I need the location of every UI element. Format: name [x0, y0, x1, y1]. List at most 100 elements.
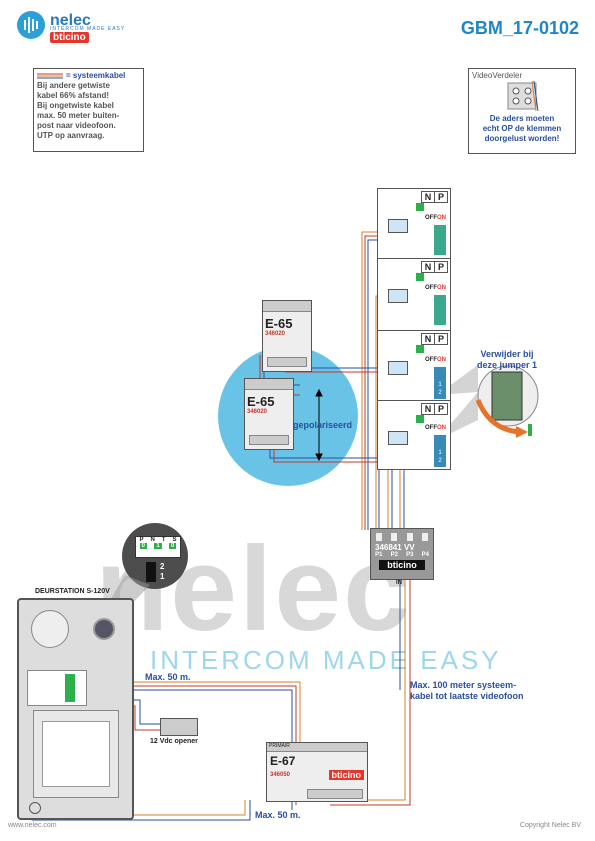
- cable-length-label: Max. 50 m.: [255, 810, 301, 820]
- terminal-n: N: [422, 192, 435, 202]
- legend-line: post naar videofoon.: [37, 121, 116, 130]
- main-supply-code: 346050: [270, 772, 291, 778]
- distributor-terminal: P3: [406, 552, 414, 558]
- off-label: OFF: [425, 357, 437, 363]
- switch-value: 1: [154, 543, 162, 549]
- distributor-note: VideoVerdeler De aders moeten echt OP de…: [468, 68, 576, 154]
- system-cable-note: Max. 100 meter systeem- kabel tot laatst…: [410, 680, 524, 702]
- switch-block: P N T S 0 1 0: [135, 536, 181, 558]
- supply-model: E-65: [265, 316, 293, 331]
- distributor-vv: VV: [403, 543, 415, 552]
- dip-label: 1: [160, 572, 165, 581]
- dip-labels: 2 1: [160, 562, 164, 582]
- distributor-note-line: De aders moeten: [489, 114, 555, 123]
- switch-label: S: [172, 537, 177, 543]
- primary-label: PRIMAIR: [267, 743, 367, 752]
- on-label: ON: [437, 285, 446, 291]
- terminal-1: 1: [438, 450, 442, 456]
- logo-tagline: INTERCOM MADE EASY: [50, 26, 126, 32]
- power-supply: E-65 346020: [262, 300, 312, 372]
- main-power-supply: PRIMAIR E-67 346050 bticino: [266, 742, 368, 802]
- terminal-n: N: [422, 262, 435, 272]
- dip-label: 2: [160, 562, 165, 571]
- distributor-brand: bticino: [379, 560, 425, 570]
- legend-line: kabel 66% afstand!: [37, 91, 110, 100]
- door-opener: [160, 718, 198, 736]
- logo-name: nelec: [50, 12, 91, 29]
- monitor-unit: N P OFFON: [377, 258, 451, 332]
- legend-line: Bij ongetwiste kabel: [37, 101, 114, 110]
- polarity-label: gepolariseerd: [293, 420, 353, 430]
- watermark-tagline: INTERCOM MADE EASY: [150, 645, 502, 675]
- terminal-1: 1: [438, 382, 442, 388]
- legend-title: = systeemkabel: [66, 71, 126, 80]
- system-cable-note-line: kabel tot laatste videofoon: [410, 691, 524, 701]
- terminal-p: P: [437, 334, 444, 344]
- legend-line: max. 50 meter buiten-: [37, 111, 120, 120]
- terminal-n: N: [422, 404, 435, 414]
- on-label: ON: [437, 357, 446, 363]
- terminal-2: 2: [438, 390, 442, 396]
- main-supply-model: E-67: [270, 754, 296, 768]
- jumper-callout: [437, 365, 539, 440]
- supply-model: E-65: [247, 394, 275, 409]
- jumper-note-line: Verwijder bij: [480, 349, 534, 359]
- main-supply-brand: bticino: [328, 770, 364, 780]
- distributor-terminal: P1: [375, 552, 383, 558]
- terminal-p: P: [437, 404, 444, 414]
- distributor-code: 346841: [375, 543, 402, 552]
- distributor-note-line: doorgelust worden!: [484, 134, 560, 143]
- off-label: OFF: [425, 285, 437, 291]
- distributor-note-title: VideoVerdeler: [472, 71, 523, 80]
- monitor-screen-icon: [388, 431, 408, 445]
- distributor-terminal: P2: [390, 552, 398, 558]
- distributor-in-label: IN: [396, 580, 402, 586]
- door-button-icon: [29, 802, 41, 814]
- document-id: GBM_17-0102: [460, 18, 579, 38]
- switch-value: 0: [139, 543, 147, 549]
- power-supply: E-65 346020: [244, 378, 294, 450]
- switch-value: 0: [168, 543, 177, 549]
- speaker-icon: [31, 610, 69, 648]
- monitor-unit: N P OFFON 1 2: [377, 330, 451, 404]
- on-label: ON: [437, 215, 446, 221]
- nelec-logo-icon: [17, 11, 45, 39]
- footer-website: www.nelec.com: [8, 822, 57, 829]
- cable-legend-icon: [37, 73, 63, 79]
- monitor-screen-icon: [388, 289, 408, 303]
- system-cable-note-line: Max. 100 meter systeem-: [410, 680, 517, 690]
- distributor-terminal: P4: [421, 552, 429, 558]
- terminal-block-icon: [507, 80, 539, 112]
- switch-label: T: [161, 537, 166, 543]
- distributor-note-line: echt OP de klemmen: [482, 124, 562, 133]
- terminal-p: P: [437, 192, 444, 202]
- cable-length-label: Max. 50 m.: [145, 672, 191, 682]
- monitor-unit: N P OFFON: [377, 188, 451, 262]
- monitor-screen-icon: [388, 361, 408, 375]
- system-cable-legend: = systeemkabel Bij andere getwiste kabel…: [33, 68, 144, 152]
- door-station: [17, 598, 134, 820]
- terminal-p: P: [437, 262, 444, 272]
- jumper-note: Verwijder bij deze jumper 1: [477, 349, 537, 371]
- terminal-2: 2: [438, 458, 442, 464]
- supply-code: 346020: [265, 331, 286, 337]
- footer-copyright: Copyright Nelec BV: [519, 822, 581, 829]
- legend-line: UTP op aanvraag.: [37, 131, 105, 140]
- legend-line: Bij andere getwiste: [37, 81, 110, 90]
- dip-switch: [146, 562, 156, 582]
- on-label: ON: [437, 425, 446, 431]
- switch-label: N: [150, 537, 155, 543]
- camera-icon: [93, 618, 115, 640]
- monitor-screen-icon: [388, 219, 408, 233]
- off-label: OFF: [425, 425, 437, 431]
- supply-code: 346020: [247, 409, 268, 415]
- jumper-note-line: deze jumper 1: [477, 360, 538, 370]
- off-label: OFF: [425, 215, 437, 221]
- opener-label: 12 Vdc opener: [150, 738, 198, 745]
- video-distributor: 346841 VV P1 P2 P3 P4 bticino: [370, 528, 434, 580]
- switch-label: P: [139, 537, 144, 543]
- door-station-title: DEURSTATION S-120V: [35, 588, 110, 595]
- polarity-arrow: [315, 388, 323, 462]
- terminal-n: N: [422, 334, 435, 344]
- monitor-unit: N P OFFON 1 2: [377, 400, 451, 470]
